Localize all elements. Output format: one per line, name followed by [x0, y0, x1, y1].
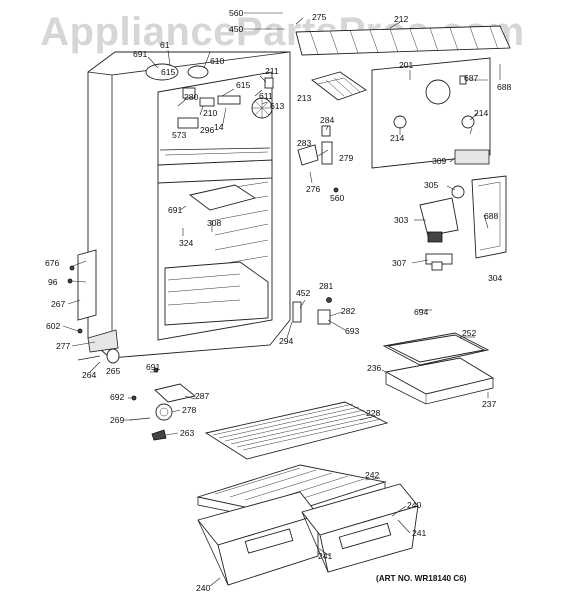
art-number: (ART NO. WR18140 C6)	[376, 574, 467, 583]
callout-label: 236	[367, 363, 382, 373]
callout-label: 692	[110, 392, 125, 402]
callout-label: 691	[133, 49, 148, 59]
callout-label: 615	[236, 80, 251, 90]
callout-label: 296	[200, 125, 215, 135]
callout-label: 610	[210, 56, 225, 66]
callout-label: 265	[106, 366, 121, 376]
callout-label: 691	[146, 362, 161, 372]
roller-assembly	[129, 383, 197, 441]
wire-shelf	[204, 401, 389, 460]
callout-label: 688	[484, 211, 499, 221]
hinge-hardware	[292, 297, 432, 325]
callout-label: 280	[184, 92, 199, 102]
callout-label: 615	[161, 67, 176, 77]
callout-label: 284	[320, 115, 335, 125]
callout-label: 241	[318, 551, 333, 561]
callout-label: 324	[179, 238, 194, 248]
callout-labels: 560 450 275 212 61 691 615 610 201 687 6…	[45, 8, 512, 593]
callout-label: 281	[319, 281, 334, 291]
crisper-drawers	[197, 483, 419, 586]
damper-control	[419, 175, 507, 271]
control-cover	[188, 184, 257, 211]
callout-label: 61	[160, 40, 170, 50]
callout-label: 278	[182, 405, 197, 415]
temperature-label	[454, 149, 490, 165]
freezer-components	[145, 63, 274, 129]
callout-label: 210	[203, 108, 218, 118]
callout-label: 452	[296, 288, 311, 298]
callout-label: 264	[82, 370, 97, 380]
callout-label: 450	[229, 24, 244, 34]
callout-label: 201	[399, 60, 414, 70]
callout-label: 283	[297, 138, 312, 148]
callout-label: 276	[306, 184, 321, 194]
callout-label: 308	[207, 218, 222, 228]
callout-label: 676	[45, 258, 60, 268]
callout-label: 688	[497, 82, 512, 92]
callout-label: 240	[196, 583, 211, 593]
callout-label: 212	[394, 14, 409, 24]
callout-label: 269	[110, 415, 125, 425]
callout-label: 279	[339, 153, 354, 163]
ice-tray	[311, 71, 367, 101]
callout-label: 240	[407, 500, 422, 510]
callout-label: 214	[390, 133, 405, 143]
callout-label: 693	[345, 326, 360, 336]
crisper-cover-frame	[382, 332, 495, 405]
callout-label: 237	[482, 399, 497, 409]
callout-label: 241	[412, 528, 427, 538]
callout-label: 211	[265, 66, 279, 76]
callout-label: 263	[180, 428, 195, 438]
callout-label: 282	[341, 306, 356, 316]
cabinet-shell	[77, 51, 291, 359]
callout-label: 303	[394, 215, 409, 225]
freezer-wire-shelf	[295, 25, 511, 56]
callout-label: 687	[464, 73, 479, 83]
callout-label: 277	[56, 341, 71, 351]
callout-label: 275	[312, 12, 327, 22]
callout-label: 560	[229, 8, 244, 18]
callout-label: 267	[51, 299, 66, 309]
callout-label: 305	[424, 180, 439, 190]
callout-label: 613	[270, 101, 285, 111]
callout-label: 573	[172, 130, 187, 140]
callout-label: 14	[214, 122, 224, 132]
callout-label: 304	[488, 273, 503, 283]
callout-label: 307	[392, 258, 407, 268]
callout-label: 294	[279, 336, 294, 346]
callout-label: 287	[195, 391, 210, 401]
callout-label: 560	[330, 193, 345, 203]
callout-label: 691	[168, 205, 183, 215]
callout-label: 214	[474, 108, 489, 118]
callout-label: 96	[48, 277, 58, 287]
thermostat-assembly	[297, 125, 339, 193]
callout-label: 242	[365, 470, 380, 480]
callout-label: 694	[414, 307, 429, 317]
callout-label: 611	[259, 91, 273, 101]
callout-label: 228	[366, 408, 381, 418]
callout-label: 252	[462, 328, 477, 338]
callout-label: 213	[297, 93, 312, 103]
evaporator-cover	[371, 57, 491, 169]
leader-lines	[62, 12, 501, 587]
callout-label: 602	[46, 321, 61, 331]
callout-label: 309	[432, 156, 447, 166]
